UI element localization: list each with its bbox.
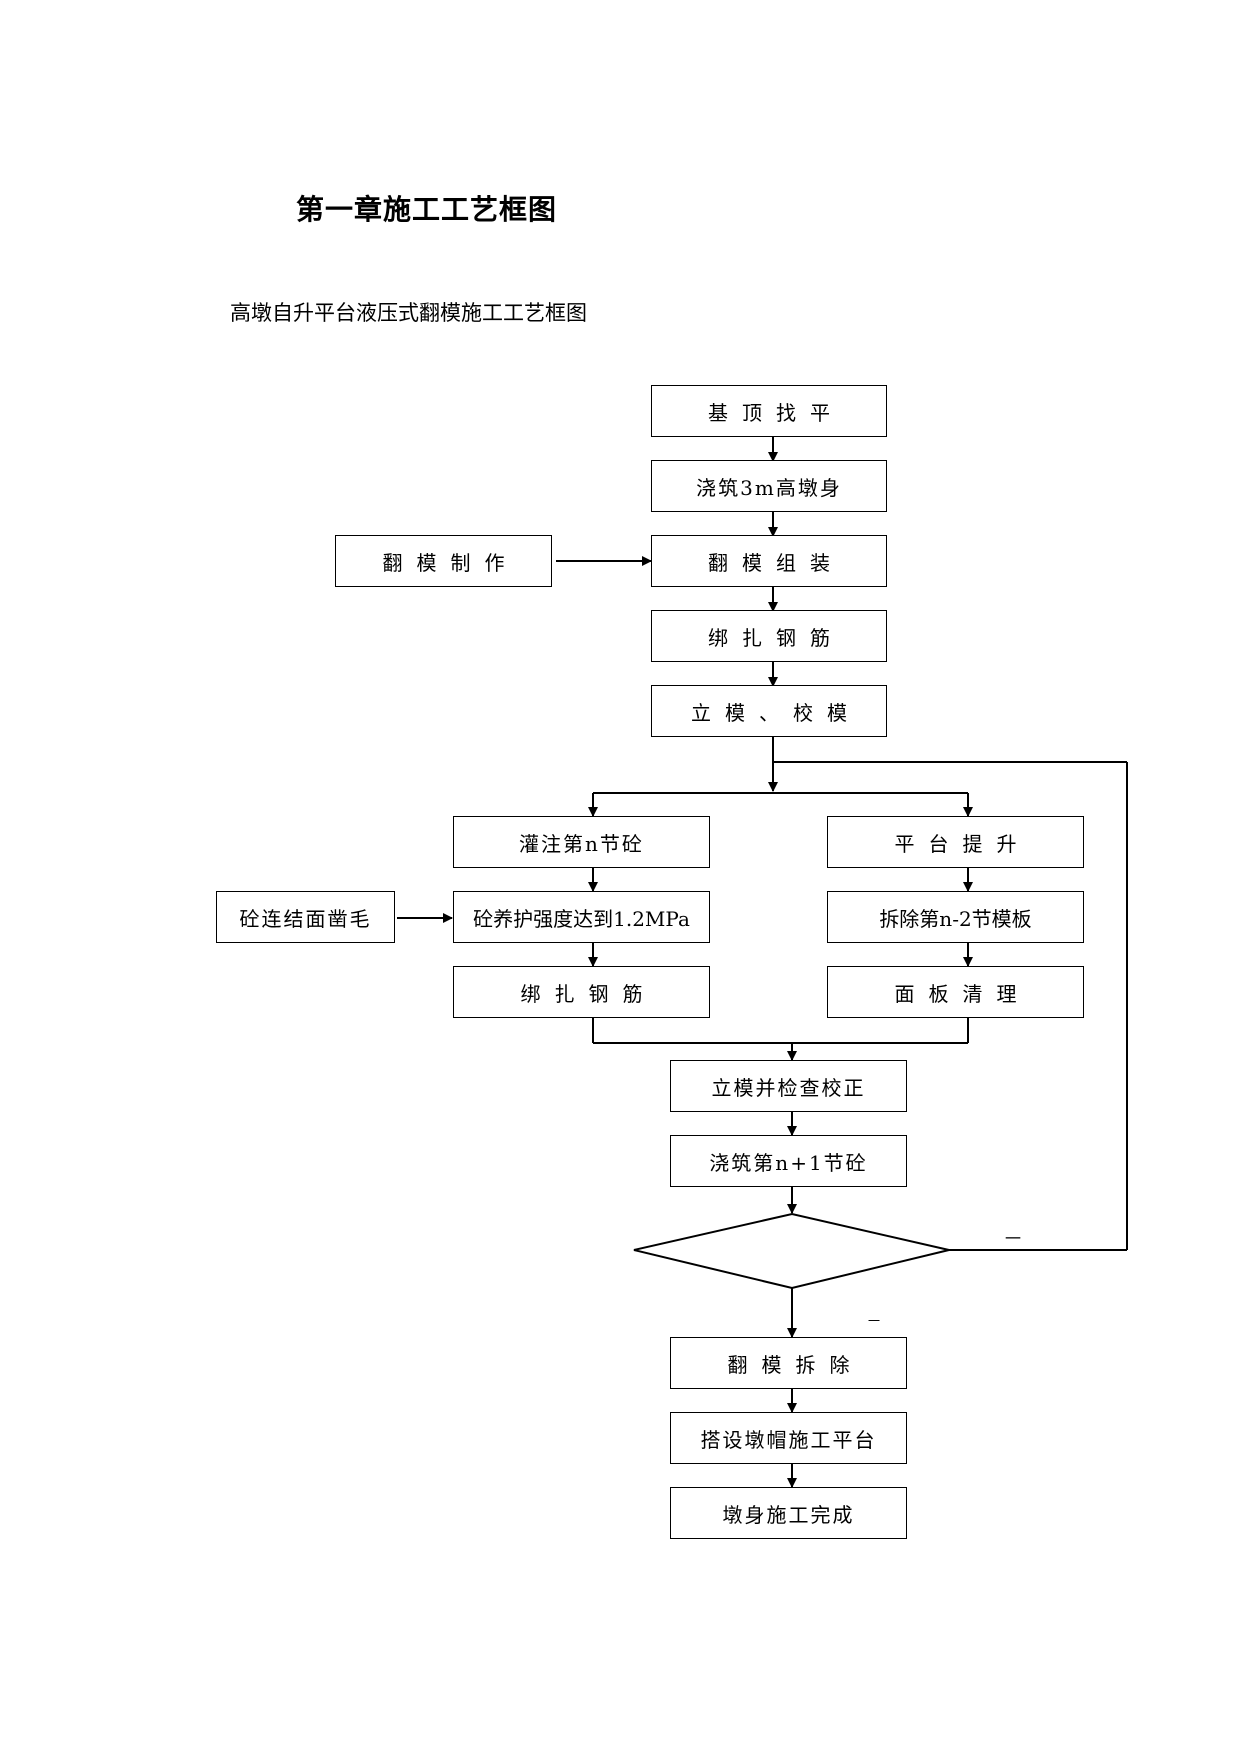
step-erect-calibrate-formwork: 立模、校模 (651, 685, 887, 737)
decision-no-mark: 一 (1005, 1229, 1022, 1248)
step-build-cap-platform: 搭设墩帽施工平台 (670, 1412, 907, 1464)
step-tie-rebar-branch: 绑扎钢筋 (453, 966, 710, 1018)
step-pier-complete: 墩身施工完成 (670, 1487, 907, 1539)
step-clean-panels: 面板清理 (827, 966, 1084, 1018)
step-pour-section-n-plus-1: 浇筑第n+1节砼 (670, 1135, 907, 1187)
step-assemble-formwork: 翻模组装 (651, 535, 887, 587)
step-pour-section-n: 灌注第n节砼 (453, 816, 710, 868)
decision-yes-mark: 一 (868, 1314, 881, 1328)
step-chisel-concrete-joint: 砼连结面凿毛 (216, 891, 395, 943)
step-pour-3m-pier: 浇筑3m高墩身 (651, 460, 887, 512)
chapter-title: 第一章施工工艺框图 (296, 193, 558, 226)
decision-diamond (633, 1212, 950, 1290)
step-dismantle-formwork: 翻模拆除 (670, 1337, 907, 1389)
step-remove-formwork-n-2: 拆除第n-2节模板 (827, 891, 1084, 943)
step-erect-check-correct: 立模并检查校正 (670, 1060, 907, 1112)
step-fabricate-formwork: 翻模制作 (335, 535, 552, 587)
diagram-subtitle: 高墩自升平台液压式翻模施工工艺框图 (230, 301, 587, 325)
step-level-base: 基顶找平 (651, 385, 887, 437)
step-tie-rebar: 绑扎钢筋 (651, 610, 887, 662)
step-lift-platform: 平台提升 (827, 816, 1084, 868)
step-cure-to-strength: 砼养护强度达到1.2MPa (453, 891, 710, 943)
